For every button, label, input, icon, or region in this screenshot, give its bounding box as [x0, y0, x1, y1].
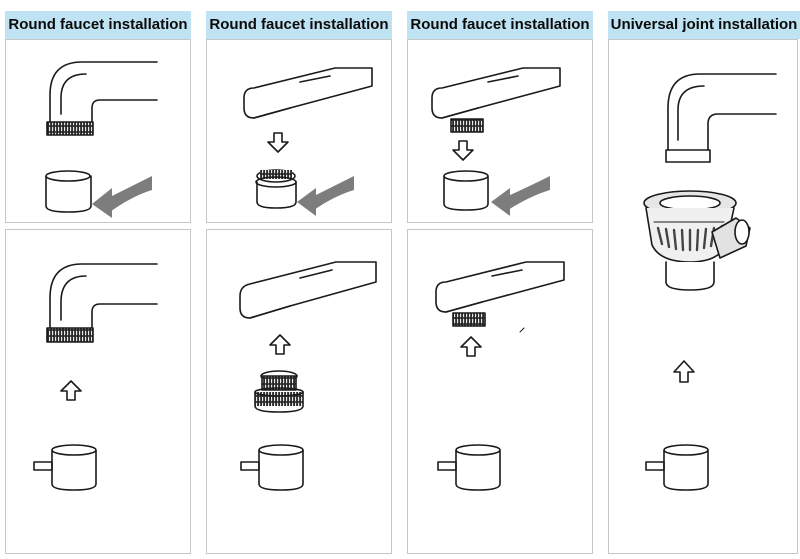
flat-spout-icon: [431, 67, 561, 133]
header-col-3: Round faucet installation: [407, 11, 593, 39]
panel-col1-bottom: [5, 229, 191, 554]
up-arrow-icon: [60, 380, 82, 401]
side-port-connector-icon: [33, 444, 97, 491]
curved-rotate-arrow-icon: [491, 176, 550, 216]
panel-col1-top: [5, 39, 191, 223]
header-col-1: Round faucet installation: [5, 11, 191, 39]
side-port-connector-icon: [645, 444, 709, 491]
up-arrow-icon: [269, 334, 291, 355]
threaded-sleeve-icon: [443, 170, 489, 211]
curved-rotate-arrow-icon: [297, 176, 354, 216]
panel-col3-bottom: [407, 229, 593, 554]
flat-spout-icon: [239, 261, 377, 319]
side-port-connector-icon: [437, 444, 501, 491]
threaded-sleeve-icon: [45, 170, 92, 213]
curved-pipe-icon: [46, 263, 158, 343]
down-arrow-icon: [267, 132, 289, 153]
panel-col2-top: [206, 39, 392, 223]
curved-pipe-icon: [665, 73, 777, 163]
curved-pipe-icon: [46, 61, 158, 136]
panel-col2-bottom: [206, 229, 392, 554]
up-arrow-icon: [460, 336, 482, 357]
panel-col3-top: [407, 39, 593, 223]
down-arrow-icon: [452, 140, 474, 161]
up-arrow-icon: [673, 360, 695, 383]
adapter-nut-icon: [254, 370, 304, 413]
header-col-4: Universal joint installation: [608, 11, 800, 39]
curved-rotate-arrow-icon: [92, 176, 152, 218]
flat-spout-icon: [243, 67, 373, 119]
flat-spout-icon: [435, 261, 565, 333]
side-port-connector-icon: [240, 444, 304, 491]
panel-col4: [608, 39, 798, 554]
header-col-2: Round faucet installation: [206, 11, 392, 39]
adapter-nut-icon: [255, 169, 297, 209]
universal-joint-icon: [643, 190, 751, 291]
